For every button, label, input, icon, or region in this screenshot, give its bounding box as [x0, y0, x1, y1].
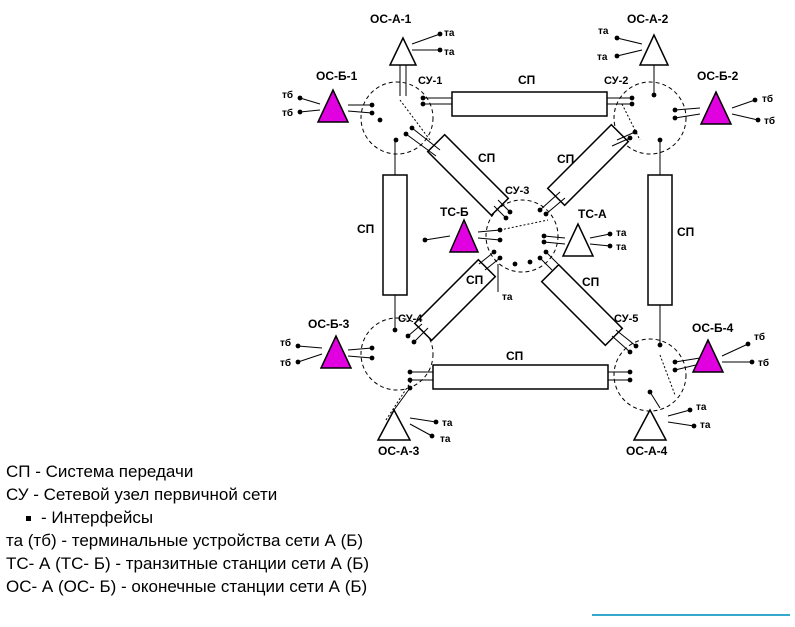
- node-circles: [360, 81, 687, 412]
- label-tb: тб: [280, 337, 291, 349]
- label-tb: тб: [754, 331, 765, 343]
- node-su1: [360, 81, 434, 155]
- legend-sp: СП - Система передачи: [6, 462, 194, 481]
- sp-labels: СП СП СП СП СП СП СП СП: [357, 73, 694, 363]
- label-sp-right: СП: [677, 225, 694, 239]
- label-tb: тб: [758, 357, 769, 369]
- label-tb: тб: [764, 115, 775, 127]
- label-su1: СУ-1: [418, 75, 442, 87]
- transmission-systems: [382, 91, 673, 390]
- label-sp-diag-br: СП: [582, 275, 599, 289]
- legend-su: СУ - Сетевой узел первичной сети: [6, 485, 278, 504]
- label-ts-b: ТС-Б: [440, 205, 469, 219]
- legend-terminal-stations: ОС- А (ОС- Б) - оконечные станции сети А…: [6, 577, 368, 596]
- label-ta: та: [442, 418, 453, 429]
- interface-dots: [295, 31, 761, 439]
- label-os-a-3: ОС-А-3: [378, 444, 420, 458]
- label-ta: та: [700, 420, 711, 431]
- station-ts-a: [561, 222, 595, 257]
- sp-top: [451, 91, 608, 117]
- node-su2: [613, 81, 687, 155]
- label-ts-a: ТС-А: [578, 207, 607, 221]
- station-os-b-2: [699, 90, 733, 125]
- label-ta: та: [597, 52, 608, 63]
- label-sp-diag-tl: СП: [478, 151, 495, 165]
- sp-bottom: [432, 364, 609, 390]
- legend-terminals: та (тб) - терминальные устройства сети А…: [6, 531, 364, 550]
- label-ta: та: [598, 26, 609, 37]
- legend-transit: ТС- А (ТС- Б) - транзитные станции сети …: [6, 554, 370, 573]
- label-sp-top: СП: [518, 73, 535, 87]
- sp-left: [382, 174, 408, 296]
- station-ts-b: [448, 218, 480, 253]
- station-os-a-1: [388, 36, 418, 66]
- label-sp-left: СП: [357, 222, 374, 236]
- label-os-b-3: ОС-Б-3: [308, 317, 350, 331]
- legend-interfaces: - Интерфейсы: [6, 506, 646, 529]
- station-os-a-4: [632, 408, 668, 441]
- label-ta: та: [616, 242, 627, 253]
- label-os-b-2: ОС-Б-2: [697, 69, 739, 83]
- legend: СП - Система передачи СУ - Сетевой узел …: [6, 460, 646, 598]
- label-sp-diag-tr: СП: [557, 152, 574, 166]
- node-su3: [485, 199, 559, 273]
- label-sp-diag-bl: СП: [466, 273, 483, 287]
- label-su3: СУ-3: [505, 185, 529, 197]
- label-ta: та: [502, 292, 513, 303]
- label-os-a-2: ОС-А-2: [627, 12, 669, 26]
- label-ta: та: [440, 434, 451, 445]
- station-os-b-1: [316, 88, 350, 123]
- label-ta: та: [616, 228, 627, 239]
- label-os-b-4: ОС-Б-4: [692, 321, 734, 335]
- legend-interfaces-text: - Интерфейсы: [41, 508, 154, 527]
- terminal-labels: та та та та тб тб тб тб тб тб та та та т…: [280, 26, 775, 445]
- sp-diag-br: [540, 263, 624, 347]
- label-tb: тб: [282, 107, 293, 119]
- stations: [316, 33, 733, 441]
- label-ta: та: [444, 28, 455, 39]
- label-tb: тб: [280, 357, 291, 369]
- station-os-b-3: [319, 334, 353, 369]
- accent-line: [592, 614, 790, 616]
- station-os-a-3: [376, 408, 412, 441]
- sp-diag-tr: [546, 123, 630, 207]
- station-os-b-4: [691, 338, 725, 373]
- node-labels: СУ-1 СУ-2 СУ-3 СУ-4 СУ-5: [398, 75, 638, 325]
- interface-dot-icon: [26, 516, 31, 522]
- label-os-a-4: ОС-А-4: [626, 444, 668, 458]
- label-os-a-1: ОС-А-1: [370, 12, 412, 26]
- label-su4: СУ-4: [398, 313, 423, 325]
- sp-right: [647, 174, 673, 306]
- label-sp-bottom: СП: [506, 349, 523, 363]
- label-su5: СУ-5: [614, 313, 638, 325]
- label-ta: та: [696, 402, 707, 413]
- internal-paths: [385, 99, 676, 421]
- node-su4: [360, 317, 434, 391]
- label-os-b-1: ОС-Б-1: [316, 69, 358, 83]
- label-tb: тб: [282, 89, 293, 101]
- sp-diag-tl: [426, 133, 510, 217]
- label-tb: тб: [762, 93, 773, 105]
- network-diagram: ОС-А-1 ОС-А-2 ОС-Б-1 ОС-Б-2 ОС-Б-3 ОС-Б-…: [280, 12, 775, 458]
- node-su5: [613, 338, 687, 412]
- connection-lines: [297, 33, 759, 437]
- station-labels: ОС-А-1 ОС-А-2 ОС-Б-1 ОС-Б-2 ОС-Б-3 ОС-Б-…: [308, 12, 739, 458]
- sp-diag-bl: [413, 258, 497, 342]
- label-su2: СУ-2: [604, 75, 628, 87]
- station-os-a-2: [638, 33, 670, 66]
- label-ta: та: [444, 47, 455, 58]
